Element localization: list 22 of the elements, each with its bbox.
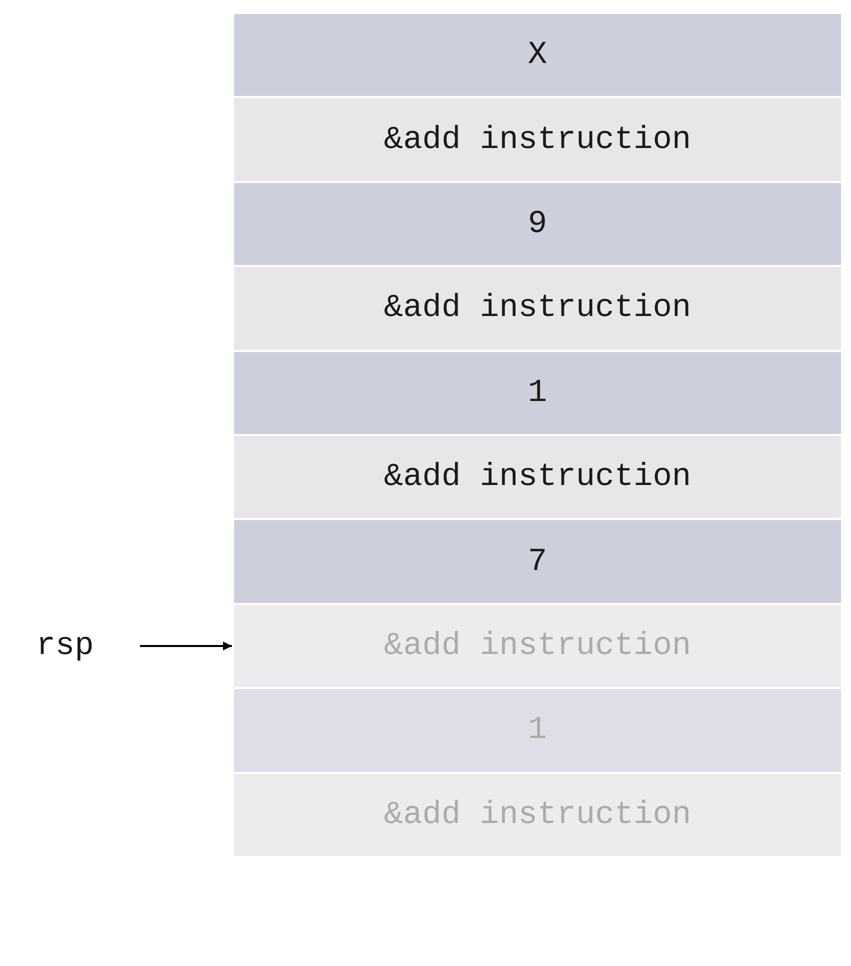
stack-cell [234, 182, 841, 266]
cell-text: &add instruction [384, 120, 692, 160]
cell-text: 1 [528, 710, 548, 750]
cell-text: &add instruction [384, 626, 692, 666]
stack-cell [234, 14, 841, 96]
stack-cell [234, 352, 841, 434]
stack-cell [234, 689, 841, 772]
stack-cell [234, 520, 841, 603]
cell-text: &add instruction [384, 794, 692, 835]
arrow [140, 642, 232, 650]
cell-text: X [528, 35, 548, 76]
cell-text: &add instruction [384, 288, 692, 328]
stack-cell [234, 436, 841, 518]
cell-text: 1 [528, 372, 548, 413]
stack-cell [234, 267, 841, 350]
cell-text: 9 [528, 204, 548, 244]
stack-cell [234, 604, 841, 688]
stack-cell [234, 774, 841, 856]
cell-text: 7 [528, 542, 548, 582]
pointer-label: rsp [36, 626, 94, 666]
cell-text: &add instruction [384, 457, 692, 498]
stack-cell [234, 98, 841, 181]
